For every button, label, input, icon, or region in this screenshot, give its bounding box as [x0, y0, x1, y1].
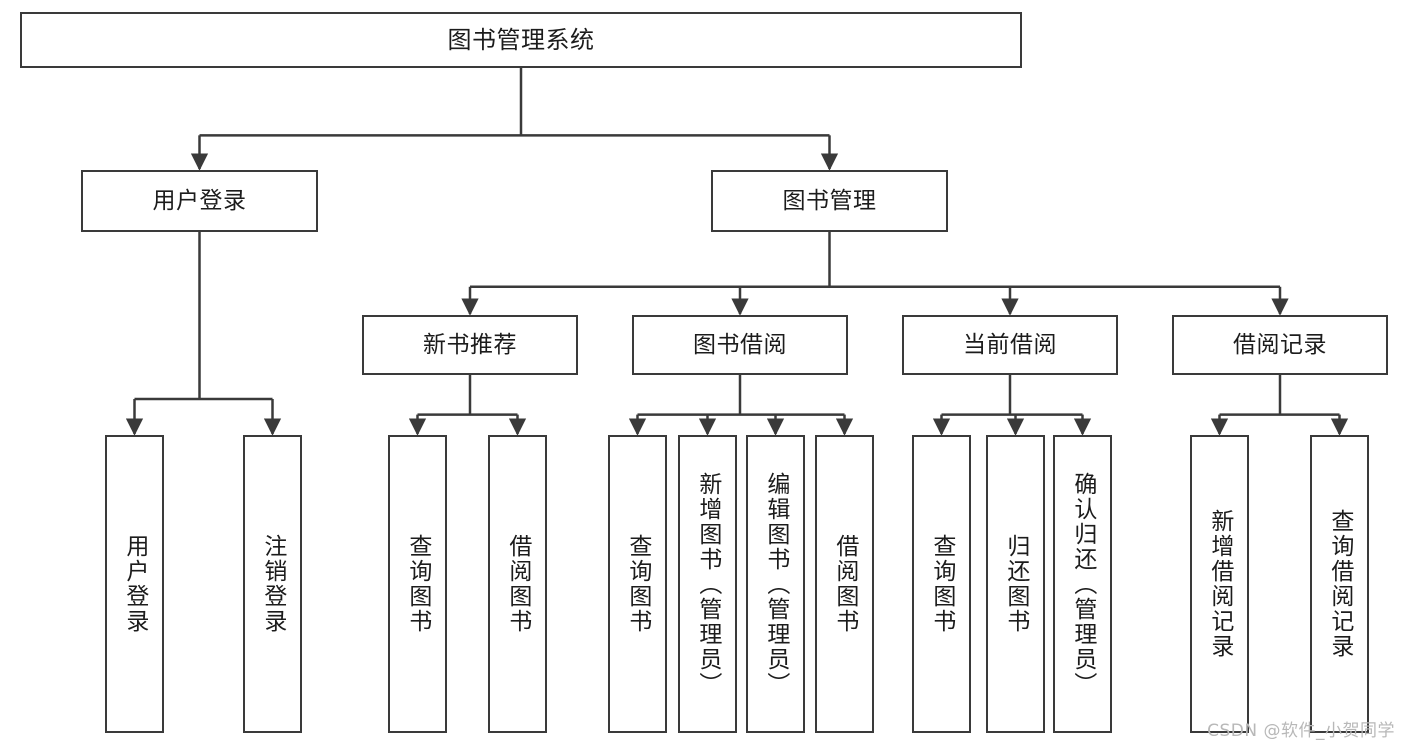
node-root[interactable]: 图书管理系统 [20, 12, 1022, 68]
node-leaf-edit-book[interactable]: 编辑图书（管理员） [746, 435, 805, 733]
node-label: 查询图书 [404, 534, 431, 634]
node-label: 确认归还（管理员） [1069, 471, 1096, 697]
node-book-manage[interactable]: 图书管理 [711, 170, 948, 232]
node-label: 用户登录 [121, 534, 148, 634]
node-label: 图书借阅 [693, 331, 787, 358]
node-label: 借阅图书 [831, 534, 858, 634]
node-label: 当前借阅 [963, 331, 1057, 358]
node-leaf-borrow-book-1[interactable]: 借阅图书 [488, 435, 547, 733]
node-label: 编辑图书（管理员） [762, 471, 789, 697]
node-leaf-add-borrow-record[interactable]: 新增借阅记录 [1190, 435, 1249, 733]
node-book-borrow[interactable]: 图书借阅 [632, 315, 848, 375]
node-label: 用户登录 [152, 187, 247, 214]
node-label: 借阅图书 [504, 534, 531, 634]
node-borrow-record[interactable]: 借阅记录 [1172, 315, 1388, 375]
node-leaf-confirm-return[interactable]: 确认归还（管理员） [1053, 435, 1112, 733]
node-leaf-query-borrow-record[interactable]: 查询借阅记录 [1310, 435, 1369, 733]
node-leaf-logout[interactable]: 注销登录 [243, 435, 302, 733]
node-label: 查询图书 [928, 534, 955, 634]
node-user-login[interactable]: 用户登录 [81, 170, 318, 232]
node-label: 图书管理 [782, 187, 877, 214]
node-leaf-user-login[interactable]: 用户登录 [105, 435, 164, 733]
node-label: 新增图书（管理员） [694, 471, 721, 697]
node-label: 注销登录 [259, 534, 286, 634]
node-leaf-query-book-1[interactable]: 查询图书 [388, 435, 447, 733]
node-label: 归还图书 [1002, 534, 1029, 634]
node-label: 图书管理系统 [447, 26, 595, 54]
node-leaf-add-book[interactable]: 新增图书（管理员） [678, 435, 737, 733]
node-leaf-return-book[interactable]: 归还图书 [986, 435, 1045, 733]
node-label: 借阅记录 [1233, 331, 1327, 358]
node-label: 新书推荐 [423, 331, 517, 358]
node-label: 新增借阅记录 [1206, 509, 1233, 659]
node-leaf-query-book-2[interactable]: 查询图书 [608, 435, 667, 733]
node-current-borrow[interactable]: 当前借阅 [902, 315, 1118, 375]
node-new-book-rec[interactable]: 新书推荐 [362, 315, 578, 375]
node-label: 查询借阅记录 [1326, 509, 1353, 659]
watermark-text: CSDN @软件_小贺同学 [1207, 721, 1395, 741]
node-leaf-query-book-3[interactable]: 查询图书 [912, 435, 971, 733]
node-leaf-borrow-book-2[interactable]: 借阅图书 [815, 435, 874, 733]
node-label: 查询图书 [624, 534, 651, 634]
